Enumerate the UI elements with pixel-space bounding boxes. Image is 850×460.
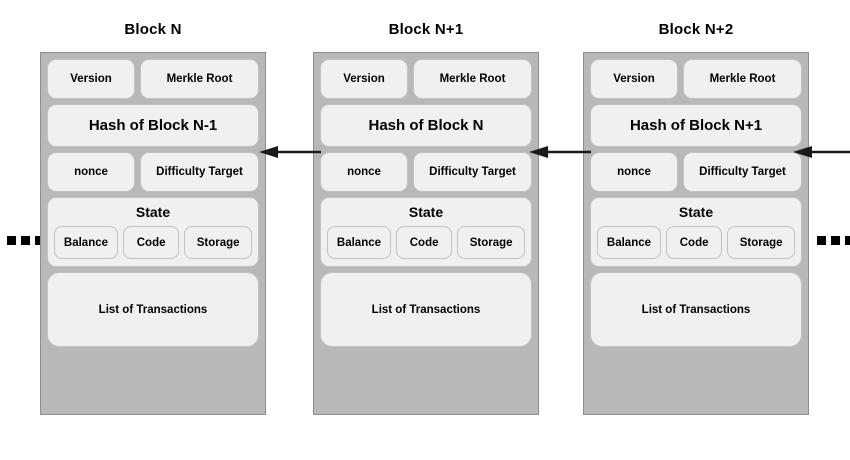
field-balance: Balance <box>597 226 661 259</box>
field-previous-block-hash: Hash of Block N+1 <box>590 104 802 147</box>
block-body: Version Merkle Root Hash of Block N-1 no… <box>40 52 266 415</box>
header-row-nonce-difficulty: nonce Difficulty Target <box>590 152 802 192</box>
state-section: State Balance Code Storage <box>47 197 259 267</box>
state-title: State <box>135 204 171 220</box>
field-balance: Balance <box>327 226 391 259</box>
field-previous-block-hash: Hash of Block N-1 <box>47 104 259 147</box>
field-version: Version <box>590 59 678 99</box>
field-merkle-root: Merkle Root <box>140 59 259 99</box>
field-version: Version <box>47 59 135 99</box>
block-title: Block N+2 <box>658 21 734 38</box>
field-version: Version <box>320 59 408 99</box>
ellipsis-dot <box>7 236 16 245</box>
ellipsis-right <box>817 236 850 245</box>
block-column-n-plus-1: Block N+1 Version Merkle Root Hash of Bl… <box>313 20 539 415</box>
state-section: State Balance Code Storage <box>590 197 802 267</box>
block-title: Block N+1 <box>388 21 464 38</box>
field-balance: Balance <box>54 226 118 259</box>
field-difficulty-target: Difficulty Target <box>683 152 802 192</box>
ellipsis-dot <box>845 236 850 245</box>
block-column-n-plus-2: Block N+2 Version Merkle Root Hash of Bl… <box>583 20 809 415</box>
field-difficulty-target: Difficulty Target <box>413 152 532 192</box>
arrow-left-icon <box>529 146 591 158</box>
block-body: Version Merkle Root Hash of Block N nonc… <box>313 52 539 415</box>
block-title: Block N <box>124 21 182 38</box>
state-row: Balance Code Storage <box>54 226 252 259</box>
field-difficulty-target: Difficulty Target <box>140 152 259 192</box>
header-row-version-merkle: Version Merkle Root <box>320 59 532 99</box>
field-storage: Storage <box>184 226 252 259</box>
arrow-left-icon <box>793 146 850 158</box>
field-storage: Storage <box>727 226 795 259</box>
ellipsis-dot <box>35 236 44 245</box>
header-row-nonce-difficulty: nonce Difficulty Target <box>320 152 532 192</box>
field-storage: Storage <box>457 226 525 259</box>
field-merkle-root: Merkle Root <box>683 59 802 99</box>
arrow-left-icon <box>259 146 321 158</box>
field-merkle-root: Merkle Root <box>413 59 532 99</box>
state-title: State <box>408 204 444 220</box>
field-transaction-list: List of Transactions <box>590 272 802 347</box>
field-transaction-list: List of Transactions <box>47 272 259 347</box>
ellipsis-left <box>7 236 44 245</box>
header-row-nonce-difficulty: nonce Difficulty Target <box>47 152 259 192</box>
field-code: Code <box>395 226 453 259</box>
state-row: Balance Code Storage <box>597 226 795 259</box>
ellipsis-dot <box>817 236 826 245</box>
header-row-version-merkle: Version Merkle Root <box>590 59 802 99</box>
block-body: Version Merkle Root Hash of Block N+1 no… <box>583 52 809 415</box>
ellipsis-dot <box>831 236 840 245</box>
field-nonce: nonce <box>590 152 678 192</box>
state-row: Balance Code Storage <box>327 226 525 259</box>
field-code: Code <box>122 226 180 259</box>
field-previous-block-hash: Hash of Block N <box>320 104 532 147</box>
header-row-version-merkle: Version Merkle Root <box>47 59 259 99</box>
field-code: Code <box>665 226 723 259</box>
state-section: State Balance Code Storage <box>320 197 532 267</box>
block-column-n: Block N Version Merkle Root Hash of Bloc… <box>40 20 266 415</box>
ellipsis-dot <box>21 236 30 245</box>
field-transaction-list: List of Transactions <box>320 272 532 347</box>
field-nonce: nonce <box>47 152 135 192</box>
state-title: State <box>678 204 714 220</box>
field-nonce: nonce <box>320 152 408 192</box>
